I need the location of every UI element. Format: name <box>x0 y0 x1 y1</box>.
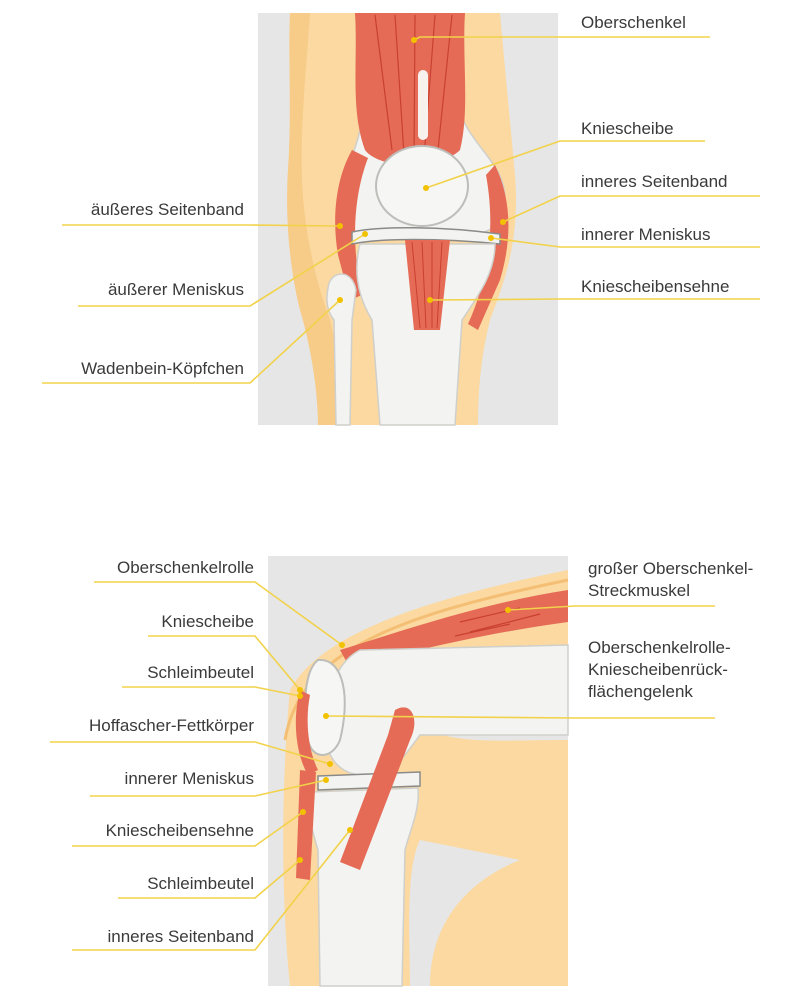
lateral-meniscus-leader-dot <box>362 231 368 237</box>
patellofemoral-joint-leader-line <box>325 715 715 719</box>
front-leader-lines <box>42 36 760 384</box>
bursa-lower-leader-line <box>118 859 301 899</box>
patella <box>375 145 469 227</box>
label-medial-meniscus-side: innerer Meniskus <box>124 769 254 788</box>
side-skin-edge <box>283 578 569 741</box>
thigh-leader-dot <box>411 37 417 43</box>
side-view-illustration <box>50 556 715 987</box>
fibular-head-leader-line <box>42 299 341 384</box>
bursa-lower-leader-dot <box>297 857 303 863</box>
medial-meniscus-side-leader-line <box>90 779 327 797</box>
lateral-collateral-leader-dot <box>337 223 343 229</box>
quadriceps-leader-dot <box>505 607 511 613</box>
label-fibular-head: Wadenbein-Köpfchen <box>81 359 244 378</box>
side-patella <box>304 658 346 756</box>
label-quadriceps: großer Oberschenkel- Streckmuskel <box>588 559 754 600</box>
fibula-bone <box>326 273 357 426</box>
label-bursa-lower: Schleimbeutel <box>147 874 254 893</box>
patellofemoral-joint-leader-dot <box>323 713 329 719</box>
bursa-upper-leader-line <box>122 686 301 697</box>
label-lateral-meniscus: äußerer Meniskus <box>107 280 244 299</box>
label-medial-collateral-ligament-side: inneres Seitenband <box>107 927 254 946</box>
medial-collateral-side-leader-dot <box>347 827 353 833</box>
quadriceps-fiber-lines <box>374 14 453 161</box>
medial-collateral-side-leader-line <box>72 829 351 951</box>
side-bursa-and-fat-pad <box>295 690 318 775</box>
meniscus-joint-line <box>351 226 501 245</box>
patellar-tendon-side-leader-dot <box>300 809 306 815</box>
lateral-ligament <box>335 150 368 300</box>
hoffa-fat-pad-leader-dot <box>327 761 333 767</box>
femoral-condyle-leader-dot <box>339 642 345 648</box>
label-thigh: Oberschenkel <box>581 13 686 32</box>
side-collateral-ligament <box>340 707 415 870</box>
femoral-condyle-leader-line <box>94 581 343 646</box>
fibular-head-leader-dot <box>337 297 343 303</box>
label-medial-collateral-ligament: inneres Seitenband <box>581 172 728 191</box>
patellar-tendon <box>405 240 450 330</box>
front-leg-skin-shade <box>287 13 341 425</box>
kneecap-leader-dot <box>423 185 429 191</box>
side-patellar-tendon <box>296 770 316 880</box>
kneecap-side-leader-line <box>148 635 301 691</box>
patellar-tendon-side-leader-line <box>72 811 304 847</box>
front-view-illustration <box>42 13 760 426</box>
side-leader-lines <box>50 581 715 951</box>
lateral-meniscus-leader-line <box>78 233 366 307</box>
medial-meniscus-leader-line <box>490 237 760 248</box>
label-bursa-upper: Schleimbeutel <box>147 663 254 682</box>
hoffa-fat-pad-leader-line <box>50 741 331 765</box>
quadriceps-muscle <box>355 13 466 165</box>
label-medial-meniscus: innerer Meniskus <box>581 225 711 244</box>
medial-ligament <box>468 165 509 330</box>
label-patellar-tendon-side: Kniescheibensehne <box>105 821 254 840</box>
patellar-tendon-leader-line <box>429 298 760 301</box>
patellar-tendon-fibers <box>411 241 443 329</box>
label-kneecap-side: Kniescheibe <box>161 612 254 631</box>
label-hoffa-fat-pad: Hoffascher-Fettkörper <box>88 716 254 735</box>
kneecap-leader-line <box>425 140 705 189</box>
bursa-upper-leader-dot <box>297 693 303 699</box>
medial-collateral-leader-line <box>502 195 760 223</box>
patellar-tendon-leader-dot <box>427 297 433 303</box>
label-patellar-tendon: Kniescheibensehne <box>581 277 730 296</box>
medial-meniscus-leader-dot <box>488 235 494 241</box>
label-kneecap: Kniescheibe <box>581 119 674 138</box>
quadriceps-leader-line <box>507 605 715 611</box>
label-femoral-condyle: Oberschenkelrolle <box>116 558 254 577</box>
medial-meniscus-side-leader-dot <box>323 777 329 783</box>
medial-collateral-leader-dot <box>500 219 506 225</box>
label-patellofemoral-joint: Oberschenkelrolle- Kniescheibenrück- flä… <box>588 638 731 701</box>
lateral-collateral-leader-line <box>62 224 341 227</box>
tibia-bone <box>356 243 496 426</box>
label-lateral-collateral-ligament: äußeres Seitenband <box>90 200 244 219</box>
kneecap-side-leader-dot <box>297 687 303 693</box>
quadriceps-tendon-highlight <box>418 70 428 140</box>
